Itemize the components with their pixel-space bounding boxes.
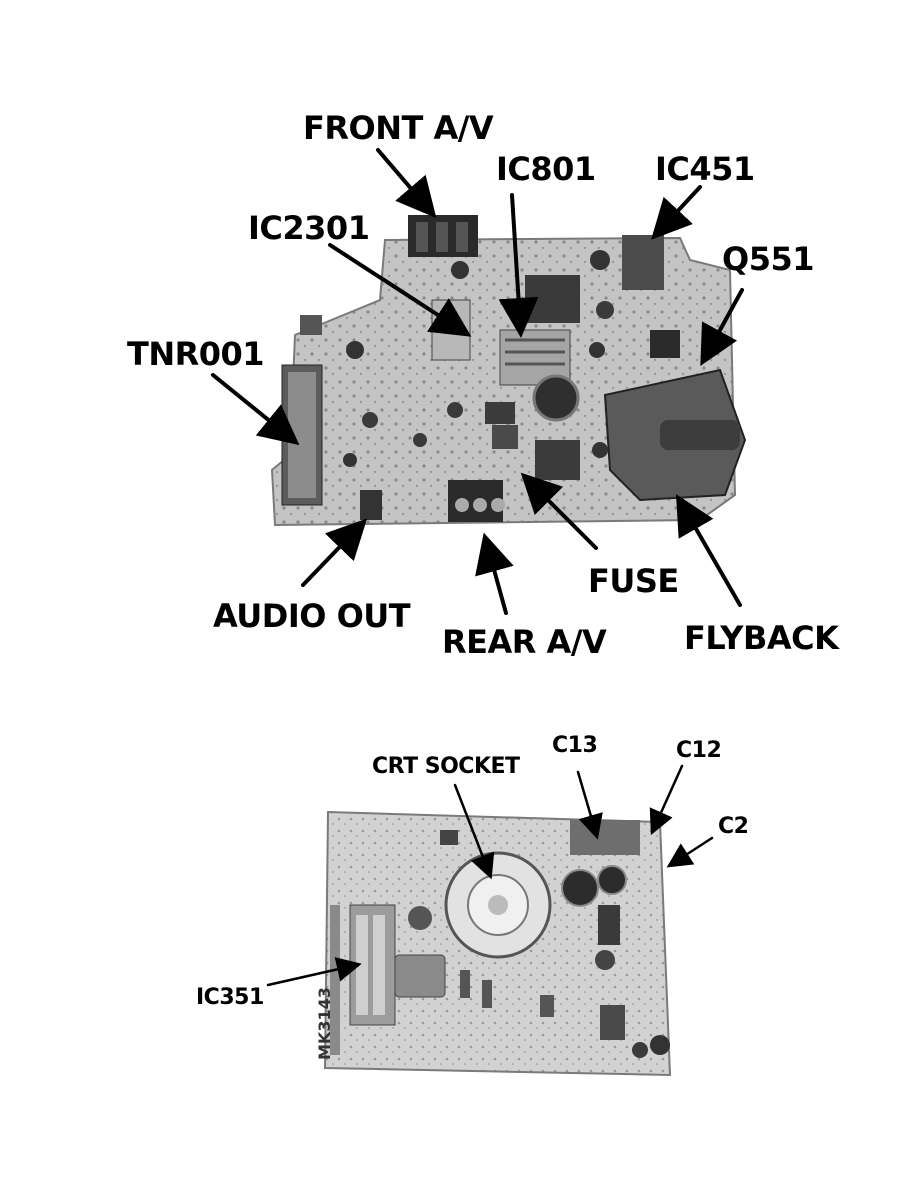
arrow-crt-socket [453, 783, 495, 880]
main-board [270, 215, 747, 527]
audio-out-jack [360, 490, 382, 520]
label-ic351: IC351 [196, 985, 264, 1010]
label-c13: C13 [552, 733, 598, 758]
arrow-ic801 [498, 193, 539, 338]
ic2301-heatsink [431, 299, 471, 361]
arrow-c12 [649, 764, 684, 836]
arrow-tnr001 [211, 373, 300, 446]
arrow-c2 [666, 836, 714, 868]
arrow-front-av [376, 148, 437, 219]
label-ic2301: IC2301 [248, 209, 370, 247]
label-flyback: FLYBACK [684, 619, 839, 657]
arrow-ic451 [651, 185, 702, 240]
arrow-fuse [520, 472, 598, 550]
arrow-q551 [700, 288, 744, 367]
label-audio-out: AUDIO OUT [213, 597, 411, 635]
arrow-flyback [676, 494, 742, 607]
connector-block [570, 820, 640, 855]
capacitor-c13 [561, 869, 599, 907]
ic451 [622, 235, 664, 290]
arrow-c13 [576, 770, 603, 840]
label-crt-socket: CRT SOCKET [372, 754, 520, 779]
label-tnr001: TNR001 [127, 335, 265, 373]
main-capacitor [532, 374, 580, 422]
crt-board: MK3143 [315, 810, 672, 1077]
label-c2: C2 [718, 814, 749, 839]
transformer [525, 275, 580, 323]
label-c12: C12 [676, 738, 722, 763]
label-q551: Q551 [722, 240, 815, 278]
label-rear-av: REAR A/V [442, 623, 607, 661]
board-marking: MK3143 [315, 987, 334, 1060]
arrow-audio-out [301, 518, 368, 587]
q551 [650, 330, 680, 358]
label-front-av: FRONT A/V [303, 109, 494, 147]
arrow-ic2301 [328, 243, 472, 337]
label-ic451: IC451 [655, 150, 755, 188]
arrow-rear-av [475, 532, 514, 615]
label-ic801: IC801 [496, 150, 596, 188]
arrow-ic351 [266, 957, 362, 987]
label-fuse: FUSE [588, 562, 679, 600]
top-arrows [211, 148, 744, 615]
bottom-arrows [266, 764, 714, 987]
film-capacitor [394, 954, 446, 998]
